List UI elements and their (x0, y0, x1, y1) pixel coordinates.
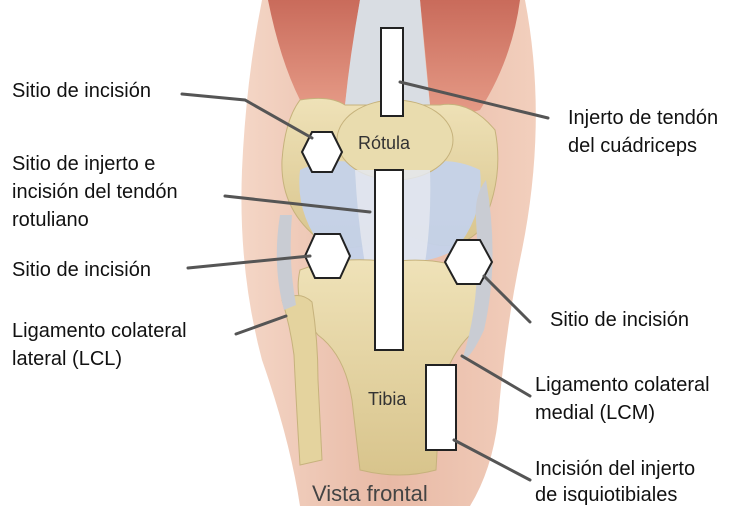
view-caption: Vista frontal (312, 481, 428, 507)
tibia-label: Tibia (368, 389, 406, 410)
incision-hexagon-left (305, 234, 350, 278)
label-incision-right: Sitio de incisión (550, 308, 689, 332)
quadriceps-graft-rect (381, 28, 403, 116)
label-patellar-graft-line3: rotuliano (12, 208, 89, 232)
patella-label: Rótula (358, 133, 410, 154)
label-patellar-graft-line1: Sitio de injerto e (12, 152, 155, 176)
label-lcm-line1: Ligamento colateral (535, 373, 710, 397)
label-quad-graft-line2: del cuádriceps (568, 134, 697, 158)
hamstring-graft-rect (426, 365, 456, 450)
incision-hexagon-top (302, 132, 342, 172)
label-lcl-line1: Ligamento colateral (12, 319, 187, 343)
label-hamstring-line2: de isquiotibiales (535, 483, 677, 507)
label-incision-mid-left: Sitio de incisión (12, 258, 151, 282)
label-lcm-line2: medial (LCM) (535, 401, 655, 425)
label-patellar-graft-line2: incisión del tendón (12, 180, 178, 204)
label-quad-graft-line1: Injerto de tendón (568, 106, 718, 130)
patellar-graft-rect (375, 170, 403, 350)
label-hamstring-line1: Incisión del injerto (535, 457, 695, 481)
label-incision-top-left: Sitio de incisión (12, 79, 151, 103)
label-lcl-line2: lateral (LCL) (12, 347, 122, 371)
